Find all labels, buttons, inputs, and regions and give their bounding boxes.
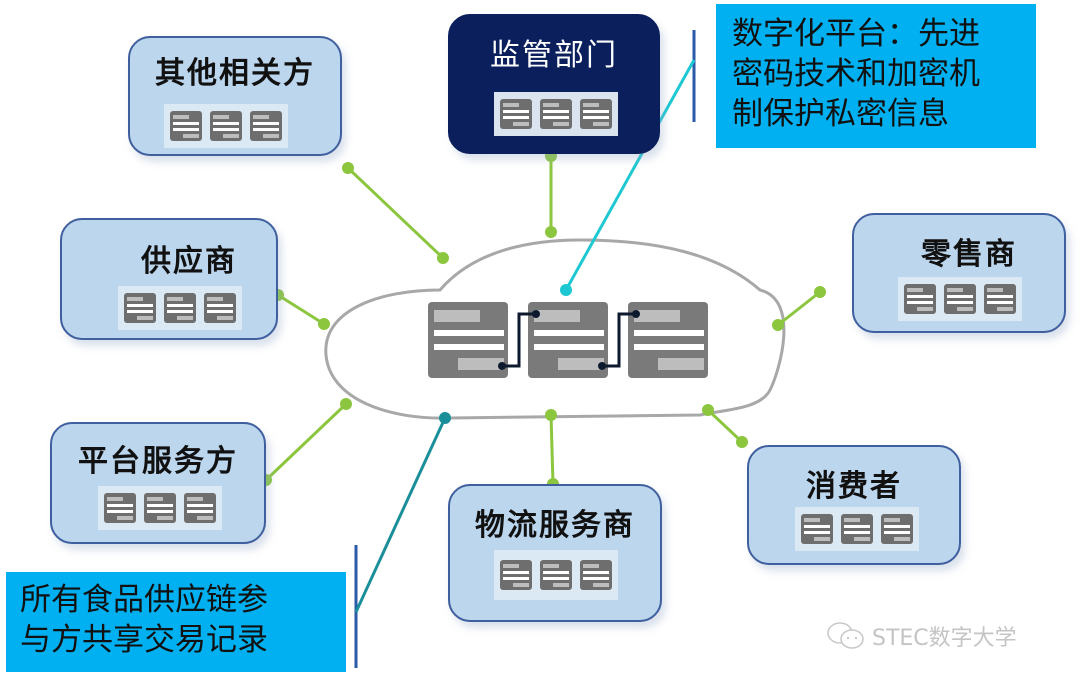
node-logistics[interactable]: 物流服务商 [448,484,662,622]
mini-block [944,284,976,314]
connector-consumer [702,404,748,448]
mini-block [170,111,202,141]
connector-platform [260,398,352,486]
mini-block [500,560,532,590]
connector-dot [545,226,557,238]
node-label: 消费者 [806,469,902,504]
node-label: 平台服务方 [78,444,238,479]
wechat-icon [827,622,864,649]
connector-dot [437,252,449,264]
node-label: 监管部门 [490,38,618,73]
ledger-block [628,302,708,378]
node-consumer[interactable]: 消费者 [747,445,961,565]
mini-block [540,560,572,590]
mini-block [104,493,136,523]
node-label: 供应商 [141,244,237,279]
connector-dot [439,412,451,424]
connector-dot [772,319,784,331]
node-regulator[interactable]: 监管部门 [448,14,660,154]
mini-block [500,99,532,129]
mini-chain-icon [494,92,618,136]
mini-block [250,111,282,141]
node-label: 物流服务商 [475,508,635,543]
node-platform-service[interactable]: 平台服务方 [50,422,266,544]
mini-block [540,99,572,129]
mini-block [801,514,833,544]
connector-dot [318,318,330,330]
mini-block [184,493,216,523]
mini-block [144,493,176,523]
mini-block [124,293,156,323]
mini-chain-icon [494,550,618,600]
callout-line: 所有食品供应链参 [20,582,268,618]
callout-line: 与方共享交易记录 [20,622,268,658]
mini-blocks [104,493,216,523]
mini-block [841,514,873,544]
connector-dot [702,404,714,416]
connector-dot [342,162,354,174]
connector-dot [545,409,557,421]
connector-logistics [545,409,559,490]
callout-digital-platform: 数字化平台：先进 密码技术和加密机 制保护私密信息 [716,4,1036,148]
mini-blocks [801,514,913,544]
node-label: 零售商 [921,237,1017,272]
mini-block [984,284,1016,314]
mini-chain-icon [898,277,1022,321]
ledger-block [528,302,608,378]
mini-chain-icon [164,104,288,148]
node-other-stakeholders[interactable]: 其他相关方 [128,36,342,156]
callout-line: 制保护私密信息 [732,96,949,132]
mini-blocks [500,99,612,129]
callout-pointer-top [560,30,696,296]
block-link [498,310,540,370]
connector-dot [560,284,572,296]
node-label: 其他相关方 [155,56,315,91]
mini-blocks [904,284,1016,314]
connector-other [342,162,449,264]
mini-block [164,293,196,323]
mini-chain-icon [118,286,242,330]
callout-line: 数字化平台：先进 [732,16,980,52]
mini-block [580,99,612,129]
connector-supplier [272,289,330,330]
connector-dot [340,398,352,410]
callout-line: 密码技术和加密机 [732,56,980,92]
mini-blocks [500,560,612,590]
central-ledger-blocks [428,302,708,378]
node-supplier[interactable]: 供应商 [60,218,278,340]
mini-blocks [170,111,282,141]
connector-dot [814,286,826,298]
mini-block [881,514,913,544]
callout-pointer-bottom [354,412,451,668]
watermark: STEC数字大学 [826,620,1017,652]
ledger-block [428,302,508,378]
node-retailer[interactable]: 零售商 [852,213,1066,333]
mini-chain-icon [98,486,222,530]
mini-block [210,111,242,141]
mini-block [204,293,236,323]
block-link [598,310,640,370]
watermark-text: STEC数字大学 [872,626,1017,651]
mini-block [580,560,612,590]
mini-chain-icon [795,507,919,551]
mini-blocks [124,293,236,323]
connector-regulator [545,150,557,238]
connector-retailer [772,286,826,331]
callout-shared-records: 所有食品供应链参 与方共享交易记录 [6,572,346,672]
connector-dot [736,436,748,448]
mini-block [904,284,936,314]
